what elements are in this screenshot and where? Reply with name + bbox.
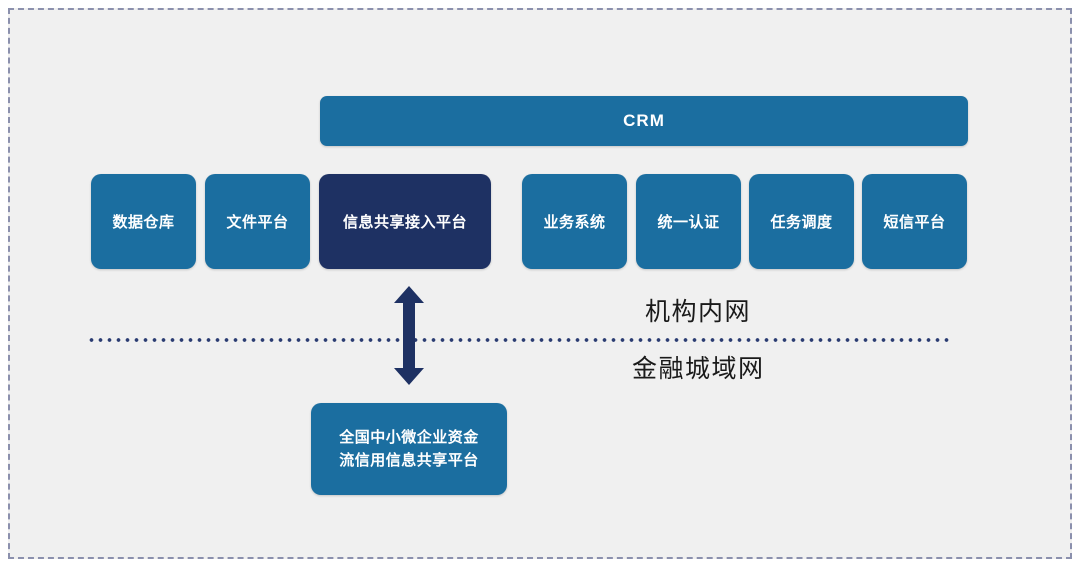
node-data-warehouse[interactable]: 数据仓库 xyxy=(91,174,196,269)
node-label: 信息共享接入平台 xyxy=(342,214,467,231)
crm-bar[interactable]: CRM xyxy=(320,96,968,146)
node-label: 任务调度 xyxy=(770,214,833,231)
node-label: 数据仓库 xyxy=(112,214,175,231)
node-label: 业务系统 xyxy=(543,214,606,231)
node-label: 文件平台 xyxy=(226,214,289,231)
node-label: 统一认证 xyxy=(657,214,720,231)
node-info-sharing-access-platform[interactable]: 信息共享接入平台 xyxy=(319,174,491,269)
double-headed-arrow-icon xyxy=(394,286,424,385)
node-file-platform[interactable]: 文件平台 xyxy=(205,174,310,269)
node-label: 短信平台 xyxy=(883,214,946,231)
node-label-line1: 全国中小微企业资金 xyxy=(339,428,479,446)
network-boundary-divider xyxy=(87,338,950,342)
node-business-system[interactable]: 业务系统 xyxy=(522,174,627,269)
crm-bar-label: CRM xyxy=(623,111,665,130)
zone-label-metro-network: 金融城域网 xyxy=(632,355,765,383)
zone-label-intranet: 机构内网 xyxy=(645,298,752,326)
node-sms-platform[interactable]: 短信平台 xyxy=(862,174,967,269)
node-label-line2: 流信用信息共享平台 xyxy=(339,452,479,469)
node-unified-auth[interactable]: 统一认证 xyxy=(636,174,741,269)
diagram-frame: CRM 数据仓库 文件平台 信息共享接入平台 业务系统 统一认证 任务调度 短信… xyxy=(8,8,1072,559)
node-task-scheduling[interactable]: 任务调度 xyxy=(749,174,854,269)
node-national-sme-credit-info-sharing-platform[interactable]: 全国中小微企业资金 流信用信息共享平台 xyxy=(311,403,507,495)
